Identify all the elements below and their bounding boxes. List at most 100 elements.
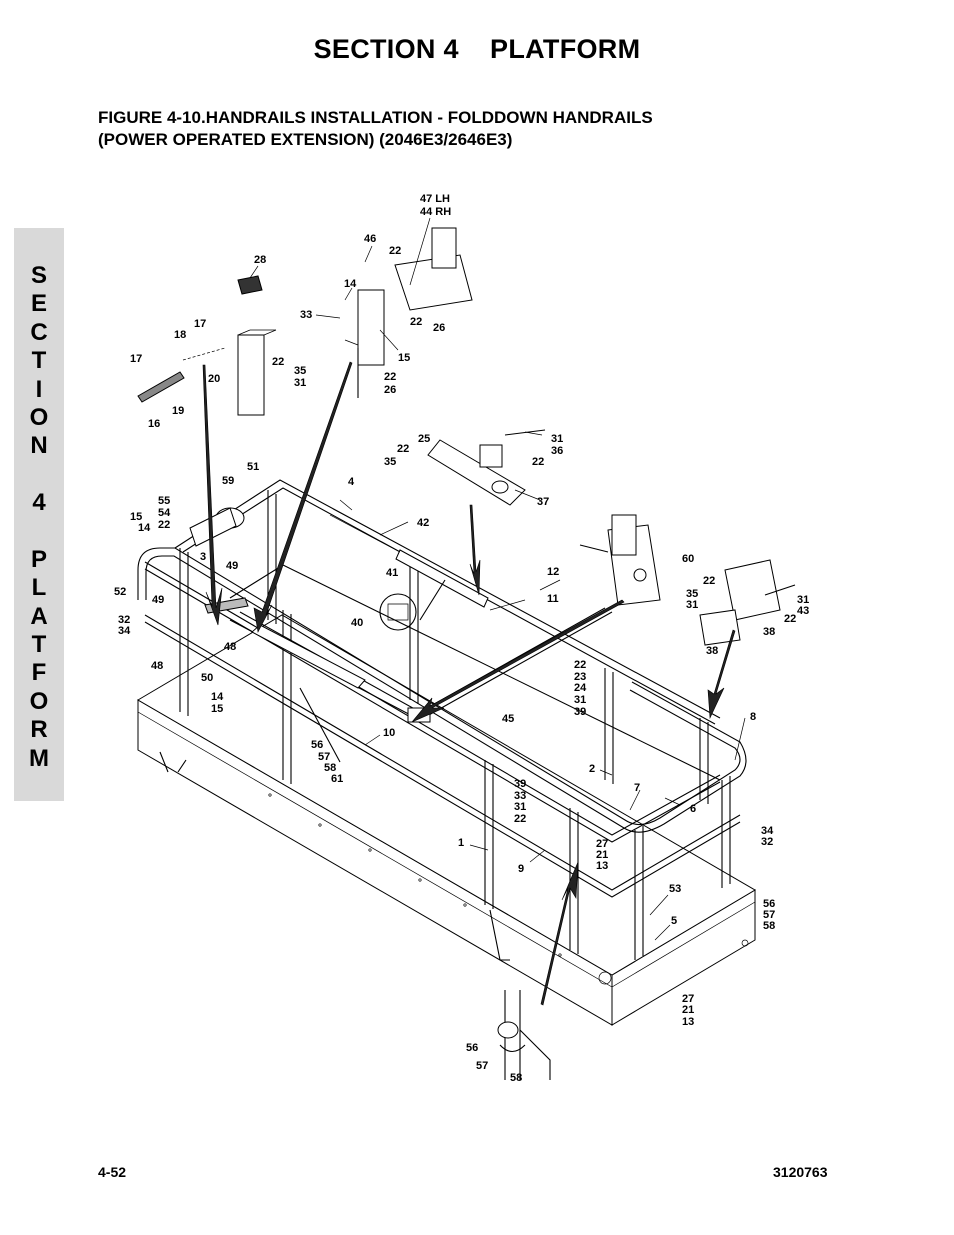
side-tab-letter: I [35,375,43,403]
page-number: 4-52 [98,1164,127,1180]
side-tab-letter: C [30,318,48,346]
section-side-tab: S E C T I O N 4 P L A T F O R M [14,228,64,801]
callout: 41 [386,567,398,579]
callout: 10 [383,727,395,739]
callout: 34 [761,825,774,837]
callout: 17 [194,318,206,330]
callout: 23 [574,671,586,683]
callout: 39 [574,706,586,718]
exploded-parts [137,227,796,1080]
callout: 25 [418,433,430,445]
callout: 52 [114,586,126,598]
figure-title-line-1: FIGURE 4-10.HANDRAILS INSTALLATION - FOL… [98,108,653,127]
callout: 36 [551,445,563,457]
callout: 55 [158,495,170,507]
side-tab-letter: F [31,659,47,687]
callout: 58 [763,920,775,932]
callout: 50 [201,672,213,684]
leader-arrows [202,361,736,1006]
arrow-pointer [253,361,353,633]
callout: 54 [158,507,171,519]
callout: 56 [763,898,775,910]
callout: 53 [669,883,681,895]
callout: 7 [634,782,640,794]
callout: 31 [797,594,809,606]
callout: 4 [348,476,355,488]
lanyard-spring [137,371,185,403]
callout: 22 [514,813,526,825]
callout: 15 [398,352,410,364]
callout: 22 [410,316,422,328]
clamp-bracket [724,559,781,621]
callout: 18 [174,329,186,341]
side-tab-letter: L [31,574,47,602]
callout: 51 [247,461,259,473]
arrow-pointer [707,629,736,720]
callout: 12 [547,566,559,578]
callout: 20 [208,373,220,385]
platform-deck [137,614,756,1026]
side-tab-letter: S [30,262,47,289]
callout: 27 [596,838,608,850]
end-cap [237,275,263,295]
callout: 57 [318,751,330,763]
callout: 39 [514,778,526,790]
callout: 1 [458,837,464,849]
side-tab-letter: A [30,602,48,630]
callout: 31 [574,694,586,706]
callout: 11 [547,593,559,605]
section-title: SECTION 4 PLATFORM [313,34,641,64]
callout: 22 [158,519,170,531]
callout: 56 [311,739,323,751]
side-tab-letter: P [30,545,47,573]
callout: 24 [574,682,587,694]
callout: 31 [551,433,563,445]
callout: 58 [510,1072,522,1084]
callout: 5 [671,915,677,927]
callout: 22 [784,613,796,625]
callout: 22 [703,575,715,587]
callout: 21 [596,849,608,861]
callout: 37 [537,496,549,508]
callout: 22 [574,659,586,671]
callout: 13 [596,860,608,872]
callout: 49 [226,560,238,572]
side-tab-letter: T [31,631,47,659]
side-tab-letter: O [29,687,49,715]
callout: 32 [761,836,773,848]
post-tube [237,334,265,416]
arrow-pointer [469,504,481,596]
arrow-pointer [540,861,579,1006]
callout: 34 [118,625,131,637]
callout: 38 [706,645,718,657]
callout: 15 [211,703,223,715]
callout: 27 [682,993,694,1005]
callout-leaders [249,217,746,941]
callout: 61 [331,773,343,785]
callout: 14 [211,691,224,703]
side-tab-letter: 4 [32,489,46,517]
callout: 40 [351,617,363,629]
callout: 6 [690,803,696,815]
callout: 48 [224,641,236,653]
callout: 22 [272,356,284,368]
callout: 8 [750,711,756,723]
callout: 57 [476,1060,488,1072]
callout: 26 [384,384,396,396]
callout: 33 [300,309,312,321]
callout: 48 [151,660,163,672]
callout: 2 [589,763,595,775]
handrail-frame [137,479,747,960]
callout: 13 [682,1016,694,1028]
callout: 59 [222,475,234,487]
callout: 58 [324,762,336,774]
arrow-pointer [202,364,223,626]
callout: 19 [172,405,184,417]
callout: 45 [502,713,514,725]
extension-cylinder [395,549,489,608]
callout: 3 [200,551,206,563]
callout: 46 [364,233,376,245]
callout: 60 [682,553,694,565]
callout: 16 [148,418,160,430]
